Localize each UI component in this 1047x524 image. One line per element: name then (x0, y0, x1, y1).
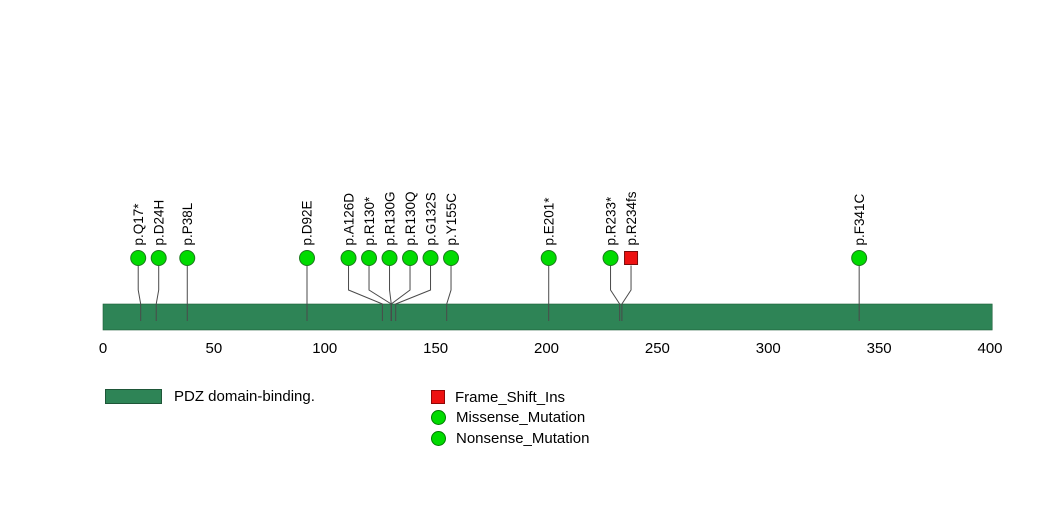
mutation-label: p.A126D (341, 193, 356, 246)
mutation-marker (130, 250, 147, 266)
mutation-marker (150, 250, 167, 266)
mutation-marker (361, 250, 378, 266)
mutation-label: p.R130Q (403, 191, 418, 245)
mutation-marker (602, 250, 619, 266)
mutation-stem (137, 265, 142, 321)
legend-label-missense-mutation: Missense_Mutation (456, 409, 586, 427)
axis-tick-label: 350 (867, 340, 892, 357)
mutation-label: p.R234fs (624, 191, 639, 245)
mutation-marker (624, 251, 639, 265)
axis-tick-label: 400 (977, 340, 1002, 357)
mutation-label: p.D92E (300, 200, 315, 245)
axis-tick-label: 300 (756, 340, 781, 357)
axis-tick-label: 150 (423, 340, 448, 357)
mutation-label: p.D24H (151, 200, 166, 246)
mutation-marker (540, 250, 557, 266)
mutation-label: p.F341C (852, 193, 867, 245)
nonsense-mutation-marker (431, 430, 446, 446)
legend-label-nonsense-mutation: Nonsense_Mutation (456, 429, 590, 447)
mutation-label: p.G132S (423, 192, 438, 245)
legend-item-frame-shift-ins: Frame_Shift_Ins (431, 387, 589, 408)
missense-mutation-marker (431, 410, 446, 426)
gene-track-bar (102, 303, 993, 331)
mutation-label: p.E201* (541, 197, 556, 246)
mutation-stem (390, 265, 411, 321)
mutation-stem (621, 265, 632, 321)
domain-swatch (105, 389, 162, 404)
axis-tick-label: 50 (206, 340, 223, 357)
mutation-label: p.R130G (382, 191, 397, 245)
mutation-label: p.P38L (180, 202, 195, 245)
mutation-marker (299, 250, 316, 266)
mutation-marker (422, 250, 439, 266)
mutation-label: p.R233* (603, 196, 618, 246)
mutation-marker (851, 250, 868, 266)
legend-item-missense-mutation: Missense_Mutation (431, 408, 589, 429)
legend-item-nonsense-mutation: Nonsense_Mutation (431, 428, 589, 449)
mutation-label: p.Q17* (131, 203, 146, 246)
axis-tick-label: 0 (99, 340, 107, 357)
mutation-type-legend: Frame_Shift_Ins Missense_Mutation Nonsen… (431, 387, 589, 449)
axis-tick-label: 250 (645, 340, 670, 357)
mutation-marker (179, 250, 196, 266)
mutation-stem (348, 265, 383, 321)
mutation-marker (340, 250, 357, 266)
mutation-stem (610, 265, 621, 321)
axis-tick-label: 100 (312, 340, 337, 357)
mutation-label: p.R130* (362, 196, 377, 246)
mutation-marker (443, 250, 460, 266)
legend-label-frame-shift-ins: Frame_Shift_Ins (455, 388, 566, 406)
mutation-label: p.Y155C (444, 193, 459, 246)
domain-legend: PDZ domain-binding. (105, 388, 315, 405)
mutation-marker (381, 250, 398, 266)
axis-tick-label: 200 (534, 340, 559, 357)
mutation-stem (395, 265, 432, 321)
mutation-stem (446, 265, 452, 321)
lollipop-chart: p.Q17* p.D24H p.P38L p.D92E p.A126D p.R130* p.… (99, 191, 1003, 357)
domain-legend-label: PDZ domain-binding. (174, 388, 315, 405)
frame-shift-ins-marker (431, 390, 445, 405)
mutation-marker (402, 250, 419, 266)
mutation-stem (155, 265, 160, 321)
